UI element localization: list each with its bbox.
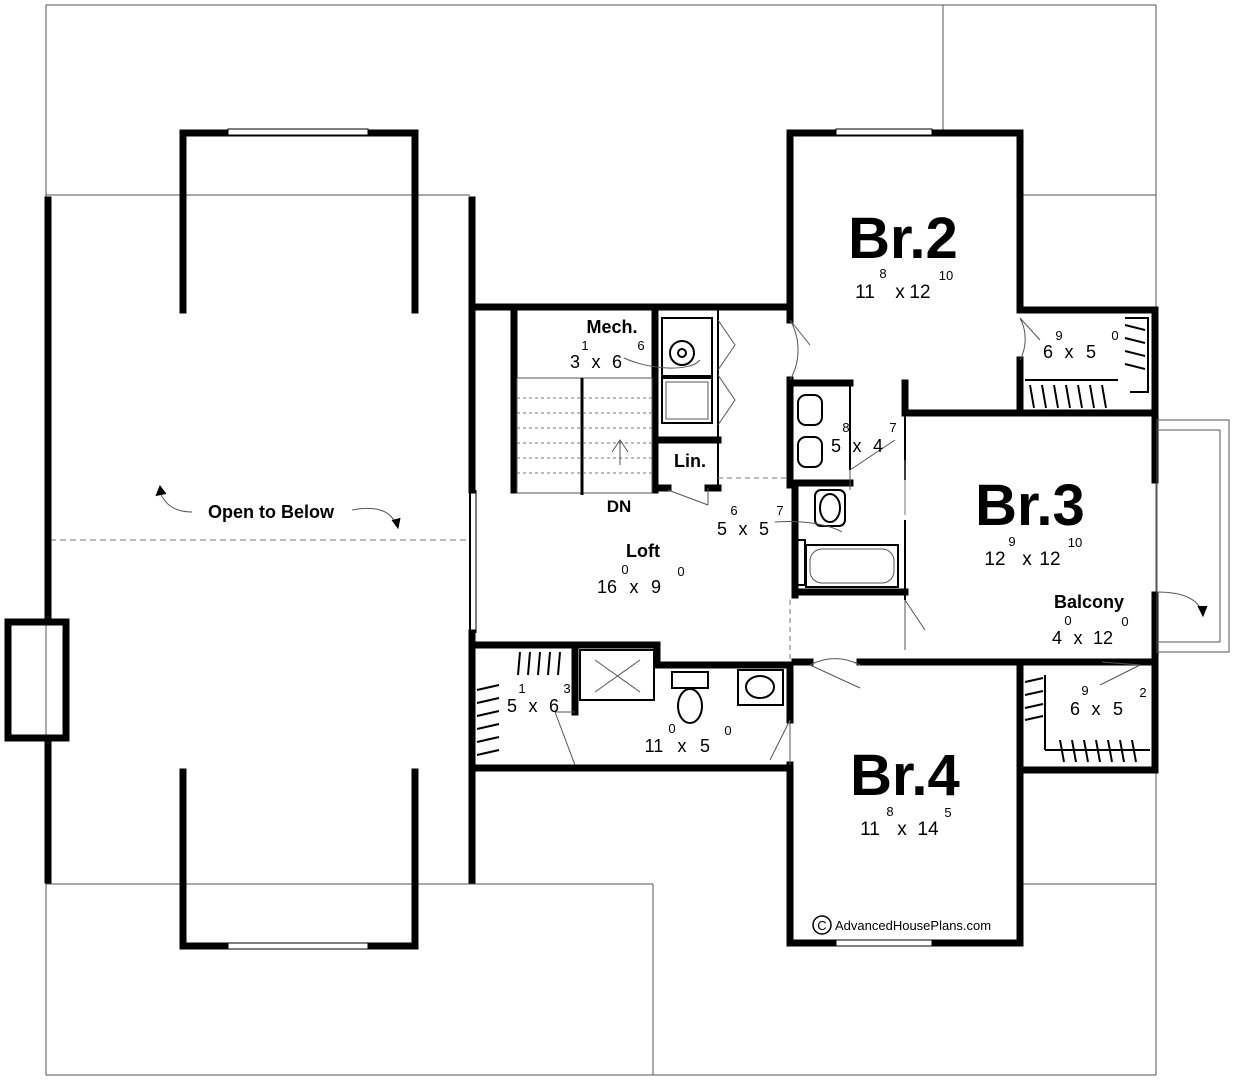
closet-left-width-sup: 1 — [518, 681, 525, 696]
mech-height-sup: 6 — [637, 338, 644, 353]
hall-width: 5 — [717, 519, 727, 539]
door-swings — [554, 317, 1141, 766]
balcony-height-sup: 0 — [1121, 614, 1128, 629]
lower-bath-x: x — [678, 736, 687, 756]
closet-br4-height: 5 — [1113, 699, 1123, 719]
closet-br4-width: 6 — [1070, 699, 1080, 719]
stairs — [516, 377, 653, 495]
roof-outline — [45, 4, 1157, 1076]
closet-left-x: x — [529, 696, 538, 716]
bedroom-2-name: Br.2 — [848, 206, 958, 271]
bedroom-2-x: x — [895, 282, 905, 303]
balcony-width: 4 — [1052, 628, 1062, 648]
closet-br2-width-sup: 9 — [1055, 328, 1062, 343]
mech-name: Mech. — [586, 317, 637, 337]
loft-name: Loft — [626, 541, 660, 561]
balcony-width-sup: 0 — [1064, 613, 1071, 628]
upper-center-walls — [468, 303, 794, 494]
hall-width-sup: 6 — [730, 503, 737, 518]
balcony-height: 12 — [1093, 628, 1113, 648]
mech-width: 3 — [570, 352, 580, 372]
bedroom-2-height: 12 — [909, 282, 930, 303]
hall-height-sup: 7 — [776, 503, 783, 518]
bedroom-4-width: 11 — [860, 819, 880, 840]
loft-x: x — [630, 577, 639, 597]
closet-left-height-sup: 3 — [563, 681, 570, 696]
mech-width-sup: 1 — [581, 338, 588, 353]
copyright-mark: C AdvancedHousePlans.com — [812, 915, 991, 935]
bath2-height: 4 — [873, 436, 883, 456]
bedroom-4-height-sup: 5 — [944, 805, 951, 820]
lower-bath-width: 11 — [645, 736, 664, 756]
loft-width: 16 — [597, 577, 617, 597]
balcony-x: x — [1074, 628, 1083, 648]
closet-br4-walls — [1016, 661, 1159, 774]
open-below-label: Open to Below — [208, 502, 335, 522]
bedroom-3-width: 12 — [984, 549, 1005, 570]
bedroom-3-x: x — [1022, 549, 1032, 570]
closet-br2-walls — [901, 306, 1159, 417]
bedroom-4-height: 14 — [917, 819, 939, 840]
bedroom-4-walls — [786, 658, 1024, 947]
lower-bath-walls — [468, 641, 794, 772]
bath2-width-sup: 8 — [842, 420, 849, 435]
bedroom-4-name: Br.4 — [850, 743, 960, 808]
closet-left-width: 5 — [507, 696, 517, 716]
balcony-name: Balcony — [1054, 592, 1124, 612]
hall-x: x — [739, 519, 748, 539]
hall-height: 5 — [759, 519, 769, 539]
bath2-x: x — [853, 436, 862, 456]
lower-bath-height: 5 — [700, 736, 710, 756]
loft-height-sup: 0 — [677, 564, 684, 579]
copyright-symbol: C — [817, 918, 826, 933]
bath2-height-sup: 7 — [889, 420, 896, 435]
lower-bath-height-sup: 0 — [724, 723, 731, 738]
open-below-arrows — [155, 357, 1208, 618]
mech-x: x — [592, 352, 601, 372]
copyright-text: AdvancedHousePlans.com — [835, 918, 991, 933]
closet-left-height: 6 — [549, 696, 559, 716]
closet-br2-height: 5 — [1086, 342, 1096, 362]
bedroom-4-width-sup: 8 — [886, 804, 893, 819]
bedroom-2-width: 11 — [855, 282, 875, 303]
loft-width-sup: 0 — [621, 562, 628, 577]
loft-height: 9 — [651, 577, 661, 597]
closet-br4-x: x — [1092, 699, 1101, 719]
mech-height: 6 — [612, 352, 622, 372]
stairs-dn-label: DN — [607, 497, 632, 516]
bedroom-3-walls — [856, 409, 1230, 669]
closet-br2-x: x — [1065, 342, 1074, 362]
closet-br4-height-sup: 2 — [1139, 685, 1146, 700]
open-area-walls — [4, 128, 477, 950]
hall-bath-walls — [791, 479, 909, 599]
closet-br4-width-sup: 9 — [1081, 683, 1088, 698]
bath2-width: 5 — [831, 436, 841, 456]
bedroom-3-height: 12 — [1039, 549, 1060, 570]
lower-bath-width-sup: 0 — [668, 721, 675, 736]
bedroom-3-name: Br.3 — [975, 473, 1085, 538]
bedroom-4-x: x — [897, 819, 907, 840]
bedroom-2-width-sup: 8 — [879, 266, 886, 281]
bedroom-3-width-sup: 9 — [1008, 534, 1015, 549]
bedroom-2-height-sup: 10 — [939, 268, 953, 283]
bedroom-2-walls — [786, 128, 1024, 489]
bedroom-3-height-sup: 10 — [1068, 535, 1082, 550]
linen-label: Lin. — [674, 451, 706, 471]
closet-br2-width: 6 — [1043, 342, 1053, 362]
closet-br2-height-sup: 0 — [1111, 328, 1118, 343]
